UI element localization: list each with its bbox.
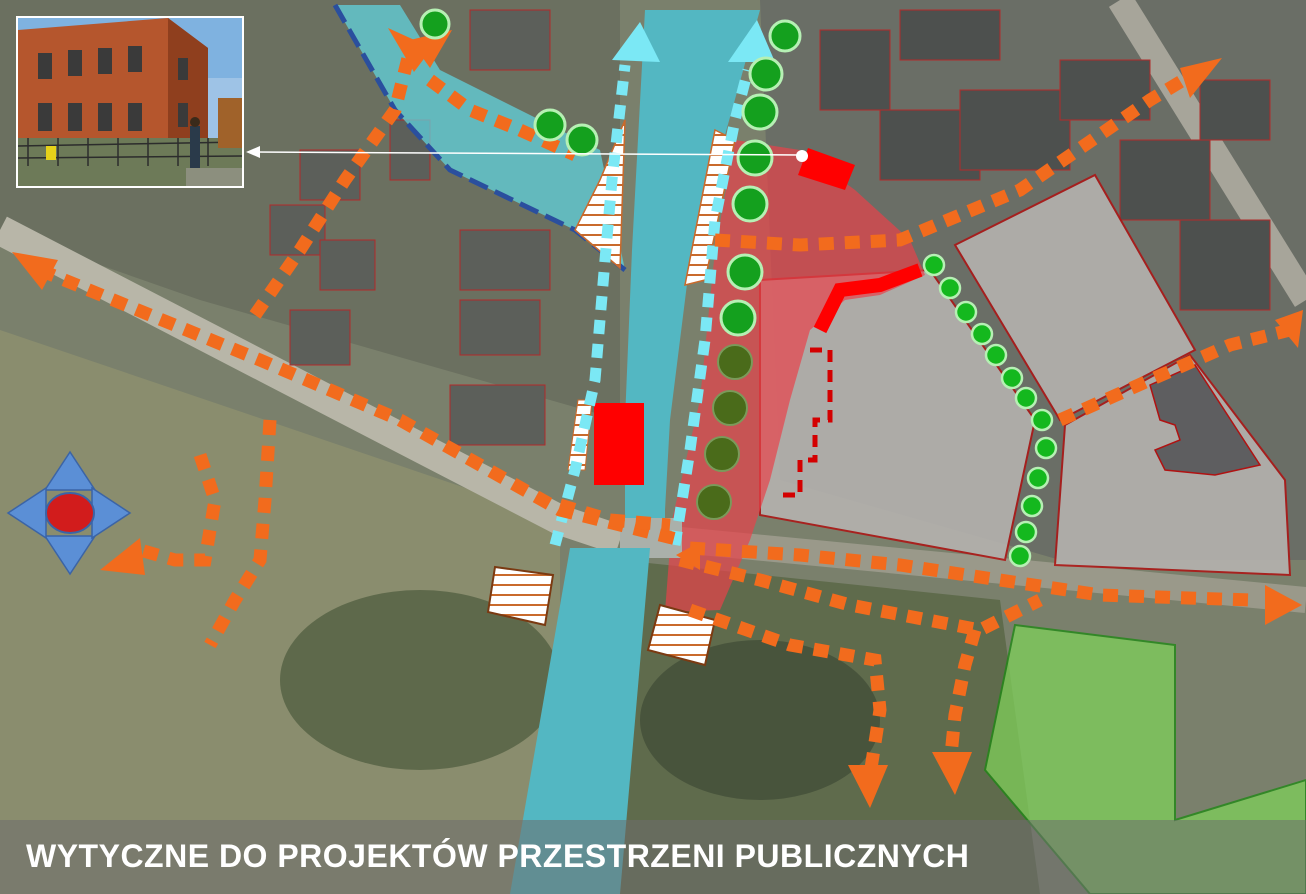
- route-arrow-south-east: [932, 752, 972, 795]
- pedestrian-route: [687, 603, 887, 776]
- tree-icon: [1014, 386, 1038, 410]
- tree-icon: [1008, 544, 1032, 568]
- inset-photo-building: [16, 16, 244, 188]
- building: [1119, 139, 1211, 221]
- canal-north: [625, 10, 760, 530]
- inset-pointer-dot: [796, 150, 808, 162]
- tree-icon: [731, 185, 769, 223]
- red-building-north: [798, 148, 855, 190]
- tree-icon: [748, 56, 784, 92]
- map-title: WYTYCZNE DO PROJEKTÓW PRZESTRZENI PUBLIC…: [26, 838, 970, 874]
- water-route-west: [549, 64, 631, 547]
- tree-icon: [922, 253, 946, 277]
- water-arrow-north-east: [728, 20, 775, 62]
- tree-icon: [970, 322, 994, 346]
- tree-icon: [1030, 408, 1054, 432]
- tree-icon: [712, 390, 748, 426]
- tree-icon: [1014, 520, 1038, 544]
- tree-icon: [419, 8, 451, 40]
- tree-icon: [726, 253, 764, 291]
- building: [459, 229, 551, 291]
- building: [1199, 79, 1271, 141]
- canal-south: [510, 548, 650, 894]
- tree-icon: [1020, 494, 1044, 518]
- route-arrow-southeast: [1265, 585, 1302, 625]
- pedestrian-route: [943, 628, 982, 766]
- red-wall-line: [813, 263, 923, 334]
- building: [459, 299, 541, 356]
- tree-icon: [984, 343, 1008, 367]
- building-photo: [18, 18, 242, 186]
- pedestrian-route: [689, 541, 1251, 607]
- tree-icon: [704, 436, 740, 472]
- tree-icon: [719, 299, 757, 337]
- inset-pointer-line: [249, 151, 801, 156]
- tree-icon: [533, 108, 567, 142]
- tree-icon: [954, 300, 978, 324]
- pedestrian-route: [1057, 323, 1292, 426]
- tree-icon: [1026, 466, 1050, 490]
- tree-icon: [565, 123, 599, 157]
- tree-icon: [1034, 436, 1058, 460]
- inset-pointer-arrow: [246, 146, 260, 158]
- pedestrian-route: [204, 419, 277, 649]
- pedestrian-route: [426, 74, 578, 161]
- hatched-area: [486, 565, 555, 627]
- pedestrian-route: [37, 263, 682, 547]
- compass-move-icon: [6, 450, 132, 576]
- pedestrian-route: [678, 553, 1043, 637]
- building: [319, 239, 376, 291]
- building: [819, 29, 891, 111]
- route-arrow-south: [848, 765, 888, 808]
- pedestrian-route: [558, 498, 671, 532]
- tree-icon: [938, 276, 962, 300]
- tree-icon: [717, 344, 753, 380]
- title-bar: [0, 820, 1306, 894]
- tree-icon: [696, 484, 732, 520]
- school-building-outline: [1149, 364, 1262, 476]
- route-arrow-northeast: [1180, 58, 1222, 98]
- road-east: [678, 527, 1306, 613]
- pedestrian-route: [249, 48, 417, 319]
- navy-dashed-boundary: [332, 3, 627, 272]
- water-arrow-north-west: [612, 22, 660, 62]
- building: [899, 9, 1001, 61]
- building: [1179, 219, 1271, 311]
- route-arrow-north: [410, 30, 452, 68]
- building: [469, 9, 551, 71]
- pedestrian-route: [138, 452, 222, 567]
- wetland-west: [280, 590, 560, 770]
- tree-icon: [741, 93, 779, 131]
- grey-lot-north: [953, 173, 1197, 422]
- road-northeast: [1108, 0, 1306, 307]
- tree-icon: [768, 19, 802, 53]
- building: [449, 384, 546, 446]
- water-route-east: [669, 68, 754, 546]
- wetland-east: [640, 640, 880, 800]
- route-arrow-southwest: [100, 538, 145, 575]
- building: [289, 309, 351, 366]
- red-building-lock: [594, 403, 644, 485]
- route-arrow-northwest: [388, 28, 432, 72]
- route-arrow-west: [12, 252, 58, 290]
- tree-icon: [736, 139, 774, 177]
- red-dashed-building-outline: [775, 347, 833, 498]
- route-arrow-junction: [676, 542, 700, 570]
- building: [959, 89, 1071, 171]
- route-arrow-east: [1275, 310, 1303, 348]
- tree-icon: [1000, 366, 1024, 390]
